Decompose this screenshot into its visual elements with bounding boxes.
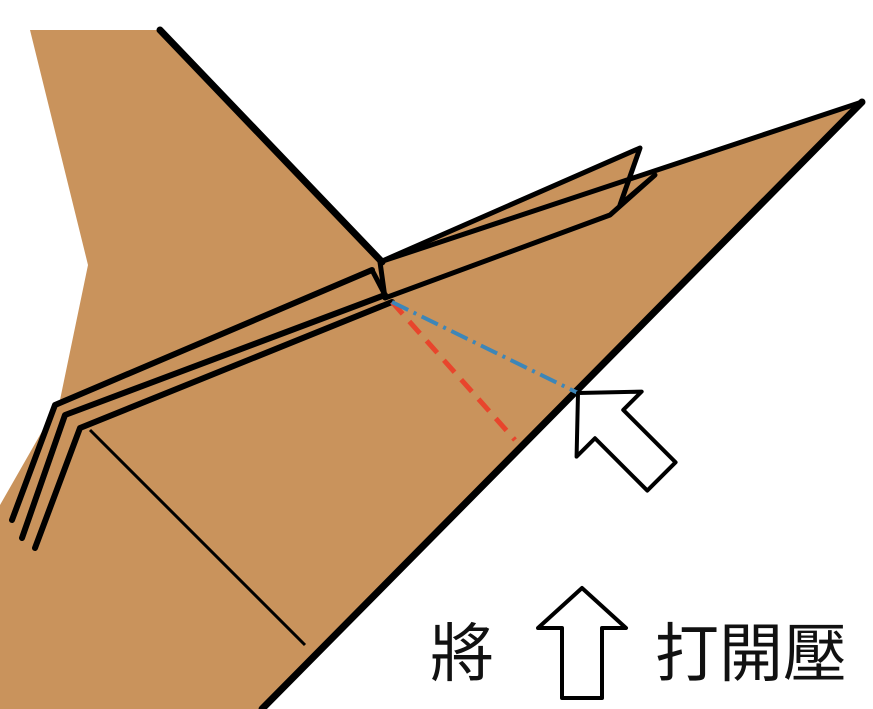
fold-step-joint bbox=[369, 268, 388, 297]
mountain-fold-line bbox=[391, 300, 579, 395]
tail-top-edge bbox=[377, 99, 865, 265]
caption-text-left: 將 bbox=[430, 618, 494, 692]
caption-arrow-icon bbox=[536, 586, 628, 700]
inner-crease-line bbox=[88, 428, 307, 647]
fold-strip-middle bbox=[19, 292, 388, 541]
fold-strip-lower bbox=[32, 299, 395, 551]
valley-fold-line bbox=[390, 300, 517, 442]
outline-arrow-icon bbox=[574, 389, 678, 493]
diagonal-wing-edge bbox=[258, 98, 866, 709]
leading-edge-top bbox=[156, 26, 386, 266]
paper-body bbox=[0, 30, 862, 709]
caption-text-right: 打開壓 bbox=[655, 618, 847, 692]
fold-strip-upper bbox=[9, 267, 375, 523]
